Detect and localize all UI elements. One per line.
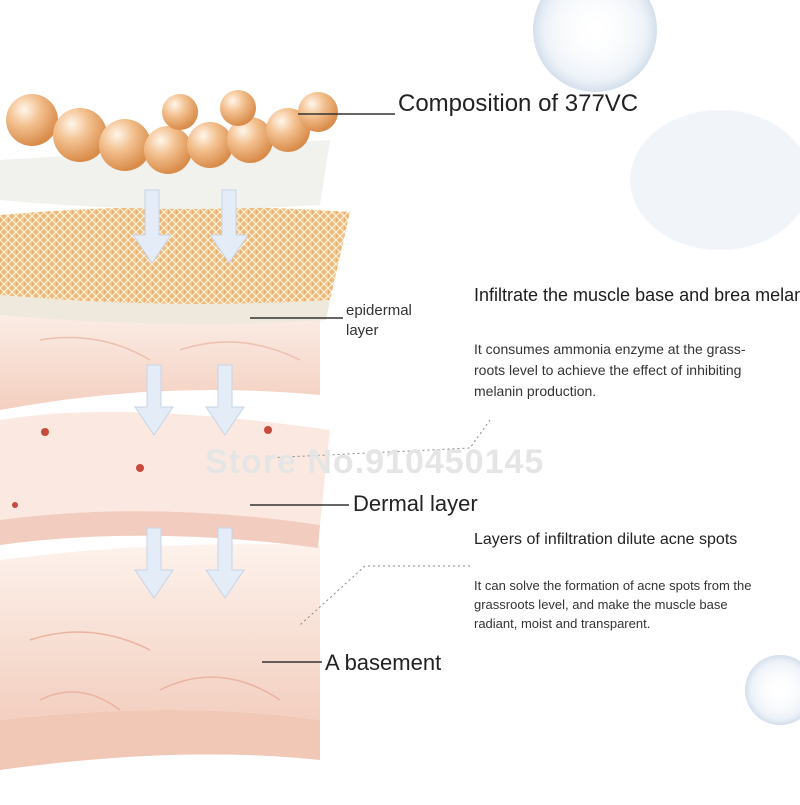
down-arrow-icon (132, 189, 172, 264)
mesh-layer (0, 206, 350, 324)
infiltrate-heading: Infiltrate the muscle base and brea mela… (474, 285, 800, 305)
acne-description: It can solve the formation of acne spots… (474, 578, 752, 631)
capsule (266, 108, 310, 152)
down-arrow-icon (205, 527, 245, 599)
bubble-decoration (745, 655, 800, 725)
down-arrow-icon (205, 364, 245, 436)
bubble-decoration (533, 0, 657, 92)
composition-label: Composition of 377VC (398, 90, 639, 117)
red-dot (264, 426, 272, 434)
infiltrate-description: It consumes ammonia enzyme at the grass-… (474, 341, 746, 399)
dermal-label: Dermal layer (353, 491, 478, 516)
down-arrow-icon (134, 364, 174, 436)
basement-block (0, 544, 320, 770)
capsule (6, 94, 58, 146)
epidermal-block (0, 296, 320, 410)
red-dot (12, 502, 18, 508)
basement-label: A basement (325, 650, 442, 675)
arrow-group (132, 189, 249, 599)
down-arrow-icon (209, 189, 249, 264)
acne-heading: Layers of infiltration dilute acne spots (474, 531, 738, 548)
capsule (187, 122, 233, 168)
down-arrow-icon (134, 527, 174, 599)
capsule (298, 92, 338, 132)
capsule (144, 126, 192, 174)
capsule (99, 119, 151, 171)
store-watermark: Store No.910450145 (205, 443, 545, 481)
red-dot (41, 428, 49, 436)
mist-decoration (630, 110, 800, 250)
red-dot (136, 464, 144, 472)
dotted-leader-line (299, 565, 470, 626)
dotted-leader-line (264, 419, 491, 459)
capsule (162, 94, 198, 130)
capsule (53, 108, 107, 162)
capsule-row (6, 90, 338, 174)
epidermal-label: epidermal layer (346, 302, 412, 339)
capsule (220, 90, 256, 126)
capsule (227, 117, 273, 163)
